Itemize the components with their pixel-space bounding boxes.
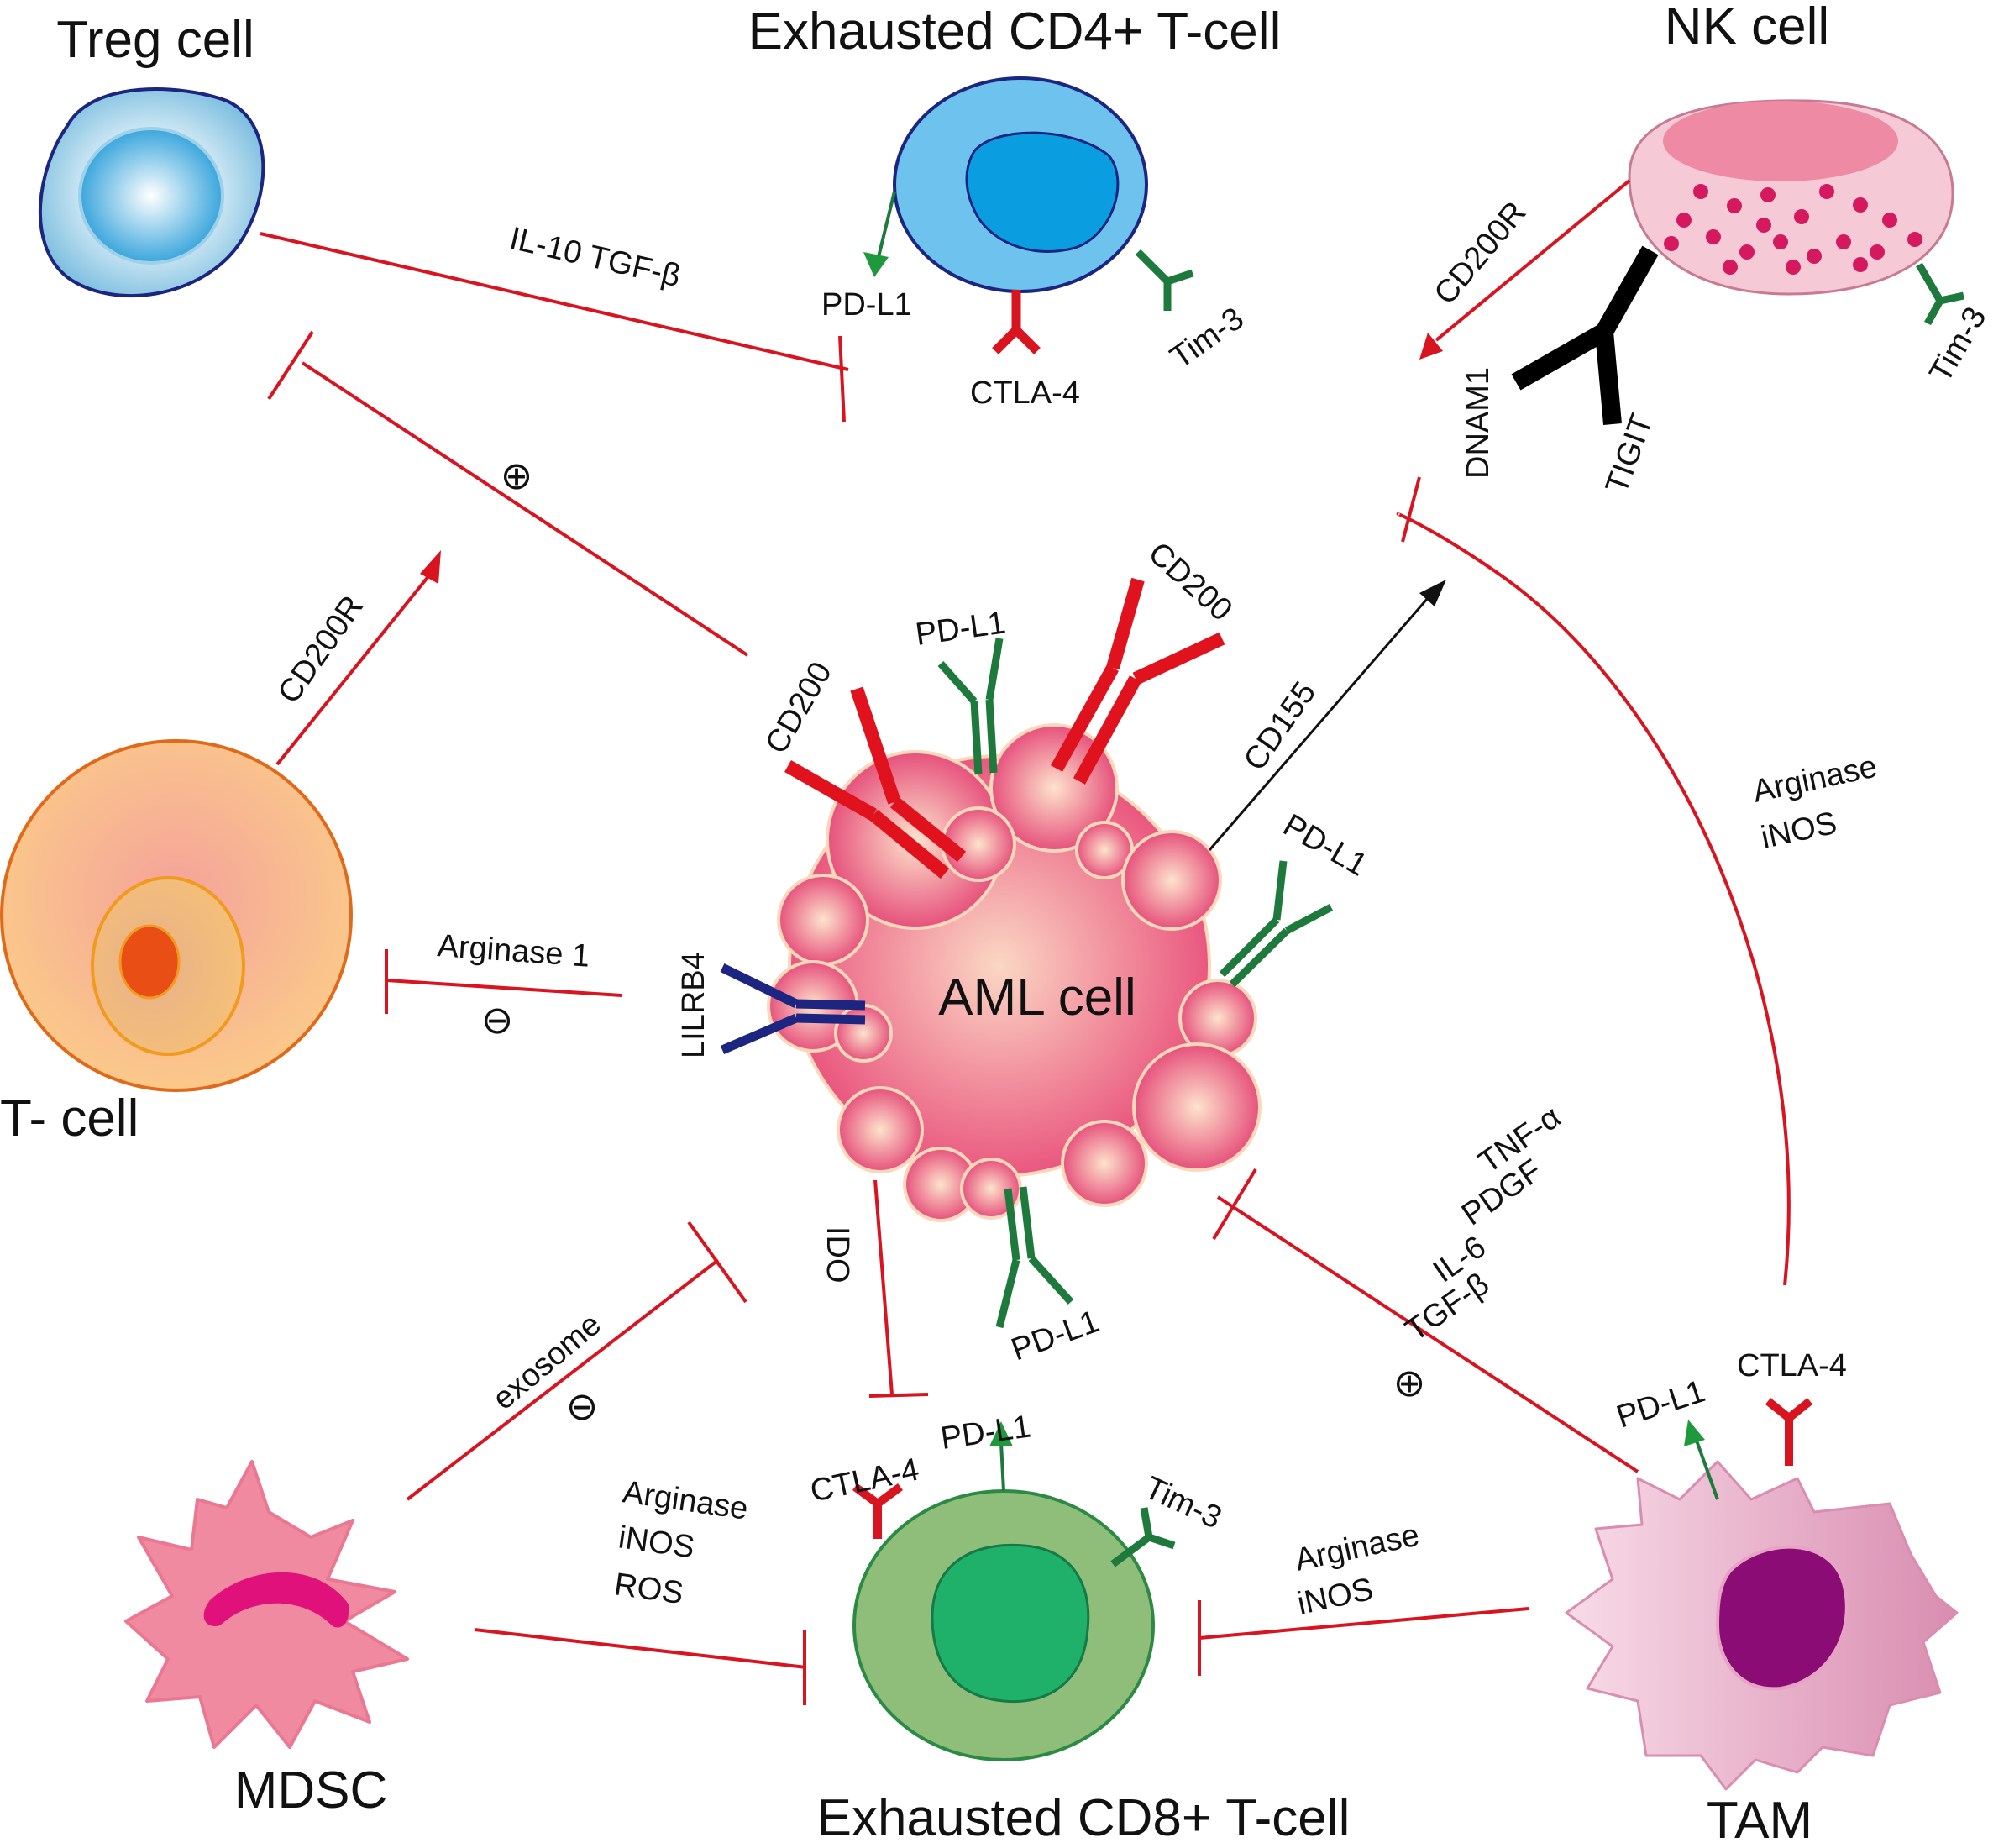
mdsc-exosome-line	[406, 1258, 720, 1501]
nk-tigit-receptor	[1511, 245, 1659, 425]
nk-dnam1-label: DNAM1	[1461, 367, 1496, 479]
minus-sign-exosome: ⊖	[566, 1384, 599, 1428]
arginase1-label: Arginase 1	[436, 928, 590, 974]
aml-ido-line	[873, 1179, 894, 1395]
tam-arginase-label: Arginase	[1292, 1518, 1422, 1578]
cd4-tim3-receptor	[1135, 249, 1194, 311]
aml-cell-title: AML cell	[938, 969, 1136, 1026]
aml-cd200-right-receptor	[1051, 577, 1225, 785]
tam-ctla4-label: CTLA-4	[1737, 1348, 1847, 1383]
nk-arginase-label: Arginase	[1749, 749, 1880, 810]
tam-to-nk-bar	[1401, 476, 1421, 543]
cd4-ctla4-receptor	[992, 290, 1041, 354]
cd8-tim3-label: Tim-3	[1139, 1470, 1226, 1536]
aml-to-tcell-line	[386, 979, 622, 997]
aml-cd200-left-label: CD200	[758, 656, 839, 759]
nk-granules	[1664, 184, 1922, 275]
aml-ido-label: IDO	[820, 1226, 855, 1284]
aml-to-treg-line	[301, 361, 749, 657]
mdsc-exosome-bar	[687, 1221, 747, 1304]
tam-pdl1-arrow	[1695, 1440, 1719, 1500]
aml-cd155-label: CD155	[1237, 675, 1323, 777]
aml-lilrb4-receptor	[720, 963, 866, 1055]
nk-cell-title: NK cell	[1665, 0, 1829, 55]
cd4-t-cell	[893, 76, 1148, 293]
cd4-cell-title: Exhausted CD4+ T-cell	[748, 3, 1282, 60]
cd4-pdl1-arrow	[876, 191, 896, 261]
cd8-ctla4-label: CTLA-4	[807, 1452, 922, 1509]
tam-ctla4-receptor	[1765, 1398, 1813, 1466]
tcell-cd200r-label: CD200R	[271, 590, 370, 710]
treg-cell-title: Treg cell	[56, 11, 254, 69]
nk-cell	[1628, 99, 1954, 296]
il10-tgfb-label: IL-10 TGF-β	[506, 221, 684, 294]
tam-pdl1-arrowhead	[1684, 1420, 1705, 1446]
nk-inos-label: iNOS	[1758, 806, 1840, 856]
nk-cd200r-label: CD200R	[1428, 195, 1534, 312]
tam-cell-title: TAM	[1707, 1792, 1812, 1848]
tam-inos-label: iNOS	[1294, 1572, 1377, 1622]
treg-to-cd4-inhibit-bar	[838, 335, 846, 423]
mdsc-cell-title: MDSC	[234, 1761, 388, 1819]
tam-to-nk-arginase-curve	[1396, 512, 1791, 1286]
tam-cell	[1565, 1460, 1959, 1791]
aml-cd200-right-label: CD200	[1141, 535, 1239, 627]
cd8-tim3-receptor	[1110, 1507, 1176, 1567]
cd4-pdl1-arrowhead	[863, 252, 889, 277]
aml-pdl1-right-receptor	[1219, 860, 1334, 988]
mdsc-arginase-label: Arginase	[621, 1474, 750, 1526]
cd8-pdl1-arrowhead	[989, 1421, 1013, 1446]
aml-lilrb4-label: LILRB4	[676, 952, 711, 1058]
aml-pdl1-bottom-label: PD-L1	[1007, 1304, 1104, 1368]
nk-tim3-receptor	[1916, 262, 1964, 326]
cd8-cell-title: Exhausted CD8+ T-cell	[817, 1789, 1351, 1847]
aml-cd155-arrow-line	[1208, 597, 1429, 851]
aml-pdl1-top-label: PD-L1	[913, 605, 1008, 653]
nk-cd200r-arrow-line	[1435, 179, 1631, 342]
tcell-cd200r-arrowhead	[420, 550, 441, 584]
mdsc-inos-label: iNOS	[616, 1520, 697, 1565]
t-cell	[0, 739, 353, 1092]
tam-to-aml-line	[1216, 1195, 1639, 1473]
aml-pdl1-right-label: PD-L1	[1277, 807, 1373, 883]
tam-pdl1-label: PD-L1	[1613, 1373, 1709, 1435]
plus-sign-tam: ⊕	[1393, 1361, 1426, 1404]
aml-cd200-left-receptor	[784, 686, 967, 879]
cd8-pdl1-label: PD-L1	[938, 1409, 1033, 1457]
aml-to-treg-bar	[267, 330, 314, 401]
aml-cell	[767, 723, 1262, 1222]
cd4-tim3-label: Tim-3	[1164, 301, 1250, 375]
plus-sign-treg: ⊕	[501, 454, 533, 497]
treg-cell	[38, 87, 265, 298]
t-cell-title: T- cell	[0, 1089, 139, 1147]
aml-pdl1-top-receptor	[937, 638, 1004, 775]
cd8-pdl1-arrow	[999, 1442, 1005, 1492]
cd4-pdl1-label: PD-L1	[821, 287, 912, 323]
tcell-cd200r-arrow-line	[275, 570, 434, 766]
cd8-t-cell	[852, 1489, 1155, 1761]
inhibition-connectors	[260, 179, 1791, 1705]
aml-pdl1-bottom-receptor	[995, 1186, 1074, 1329]
minus-sign-tcell: ⊖	[481, 998, 514, 1042]
mdsc-to-cd8-line	[474, 1628, 807, 1669]
cd8-ctla4-receptor	[852, 1483, 903, 1539]
cd4-ctla4-label: CTLA-4	[970, 375, 1080, 411]
treg-to-cd4-inhibit-line	[260, 232, 849, 371]
aml-ido-bar	[868, 1393, 929, 1398]
tam-to-cd8-line	[1199, 1607, 1529, 1640]
aml-cd155-arrowhead	[1419, 580, 1446, 606]
mdsc-ros-label: ROS	[612, 1567, 685, 1611]
mdsc-cell	[124, 1460, 409, 1749]
nk-cd200r-arrowhead	[1419, 333, 1443, 360]
tam-to-aml-bar	[1212, 1168, 1257, 1241]
